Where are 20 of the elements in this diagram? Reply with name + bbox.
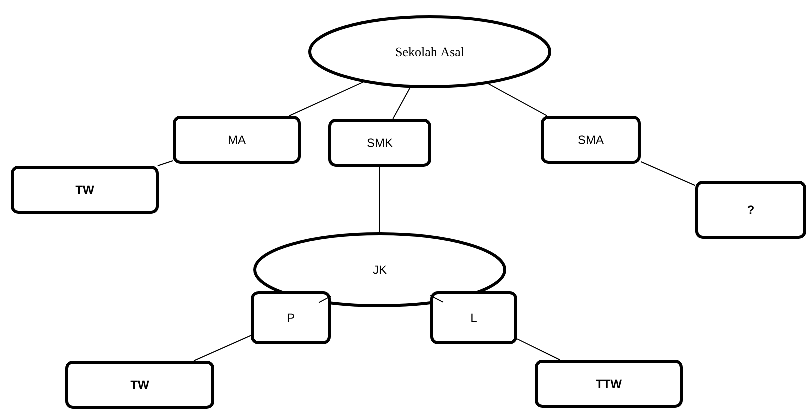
rounded-box: TW <box>66 361 214 409</box>
connector-line <box>488 83 548 116</box>
connector-line <box>289 82 364 116</box>
ellipse-node: JK <box>254 232 506 308</box>
rounded-box: P <box>251 292 331 344</box>
connector-line <box>640 161 696 186</box>
rounded-box: SMK <box>328 119 432 167</box>
rounded-box: L <box>430 292 518 344</box>
ellipse-node: Sekolah Asal <box>308 16 552 88</box>
rounded-box: SMA <box>541 116 641 164</box>
rounded-box: MA <box>173 116 301 164</box>
connector-line <box>157 160 174 166</box>
rounded-box: TW <box>11 166 159 214</box>
rounded-box: TTW <box>535 360 683 408</box>
rounded-box: ? <box>696 181 806 239</box>
connector-line <box>392 88 411 120</box>
connector-line <box>194 335 252 362</box>
connector-line <box>430 295 444 303</box>
connector-line <box>318 296 332 304</box>
connector-line <box>517 338 560 360</box>
